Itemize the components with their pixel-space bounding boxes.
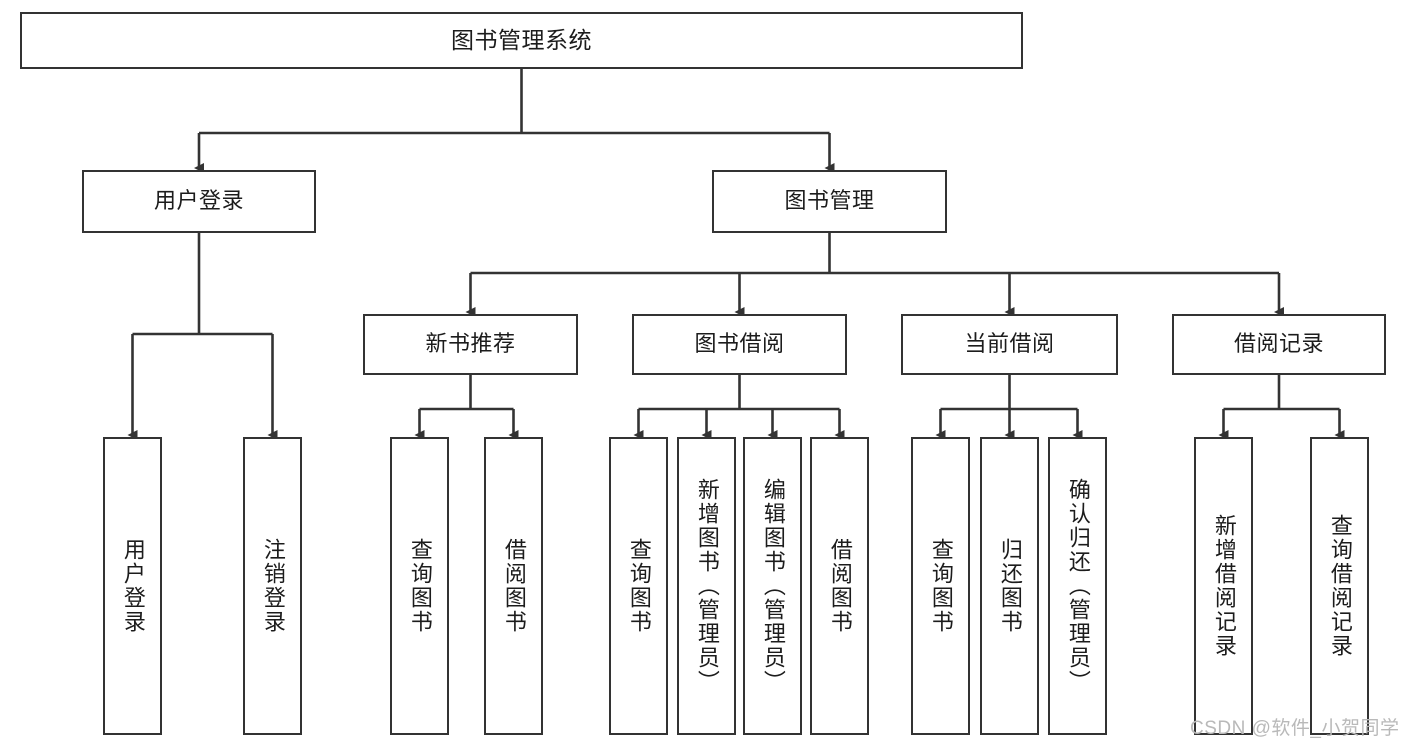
node-new-book-rec[interactable]: 新书推荐	[363, 314, 578, 375]
node-bb-edit-book[interactable]: 编辑图书（管理员）	[743, 437, 802, 735]
node-user-login[interactable]: 用户登录	[82, 170, 316, 233]
node-cb-query-book-label: 查询图书	[928, 538, 954, 634]
node-bb-add-book[interactable]: 新增图书（管理员）	[677, 437, 736, 735]
node-cb-return-book-label: 归还图书	[997, 538, 1023, 634]
csdn-watermark: CSDN @软件_小贺同学	[1190, 718, 1400, 739]
node-user-login-label: 用户登录	[153, 188, 244, 214]
node-bb-query-book-label: 查询图书	[626, 538, 652, 634]
node-user-logout[interactable]: 注销登录	[243, 437, 302, 735]
node-book-manage-label: 图书管理	[784, 188, 875, 214]
node-current-borrow-label: 当前借阅	[964, 331, 1055, 357]
node-book-borrow[interactable]: 图书借阅	[632, 314, 847, 375]
node-borrow-record[interactable]: 借阅记录	[1172, 314, 1386, 375]
node-br-query-record-label: 查询借阅记录	[1327, 514, 1353, 658]
node-br-add-record-label: 新增借阅记录	[1211, 514, 1237, 658]
node-cb-confirm-return[interactable]: 确认归还（管理员）	[1048, 437, 1107, 735]
node-bb-borrow-book-label: 借阅图书	[827, 538, 853, 634]
node-user-login-do[interactable]: 用户登录	[103, 437, 162, 735]
node-user-logout-label: 注销登录	[260, 538, 286, 634]
node-cb-confirm-return-label: 确认归还（管理员）	[1065, 478, 1091, 694]
node-current-borrow[interactable]: 当前借阅	[901, 314, 1118, 375]
node-bb-query-book[interactable]: 查询图书	[609, 437, 668, 735]
node-borrow-record-label: 借阅记录	[1233, 331, 1324, 357]
node-user-login-do-label: 用户登录	[120, 538, 146, 634]
node-root[interactable]: 图书管理系统	[20, 12, 1023, 69]
node-bb-borrow-book[interactable]: 借阅图书	[810, 437, 869, 735]
node-br-query-record[interactable]: 查询借阅记录	[1310, 437, 1369, 735]
node-nb-query-book-label: 查询图书	[407, 538, 433, 634]
node-book-borrow-label: 图书借阅	[694, 331, 785, 357]
node-nb-borrow-book[interactable]: 借阅图书	[484, 437, 543, 735]
node-nb-query-book[interactable]: 查询图书	[390, 437, 449, 735]
node-nb-borrow-book-label: 借阅图书	[501, 538, 527, 634]
node-bb-edit-book-label: 编辑图书（管理员）	[760, 478, 786, 694]
node-br-add-record[interactable]: 新增借阅记录	[1194, 437, 1253, 735]
node-cb-query-book[interactable]: 查询图书	[911, 437, 970, 735]
node-root-label: 图书管理系统	[451, 26, 592, 53]
node-new-book-rec-label: 新书推荐	[425, 331, 516, 357]
node-cb-return-book[interactable]: 归还图书	[980, 437, 1039, 735]
node-book-manage[interactable]: 图书管理	[712, 170, 947, 233]
node-bb-add-book-label: 新增图书（管理员）	[694, 478, 720, 694]
